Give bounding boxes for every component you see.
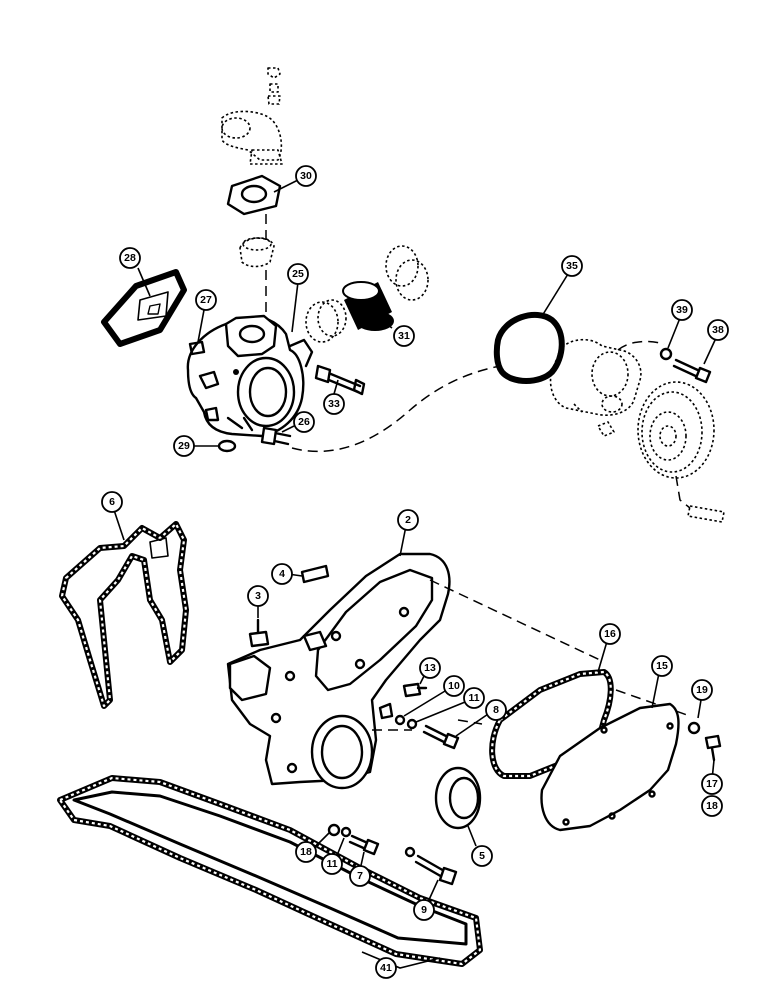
callout-25: 25: [287, 263, 309, 285]
callout-label: 5: [479, 850, 485, 862]
callout-label: 3: [255, 590, 261, 602]
bolt-8: [422, 724, 460, 750]
callout-label: 17: [706, 778, 718, 790]
stud-4: [300, 564, 330, 584]
callout-28: 28: [119, 247, 141, 269]
callout-19: 19: [691, 679, 713, 701]
callout-38: 38: [707, 319, 729, 341]
stud-27: [188, 340, 206, 356]
callout-18-lower: 18: [295, 841, 317, 863]
callout-label: 11: [468, 692, 479, 704]
callout-11-upper: 11: [463, 687, 485, 709]
callout-label: 15: [656, 660, 668, 672]
callout-29: 29: [173, 435, 195, 457]
callout-label: 38: [712, 324, 724, 336]
callout-5: 5: [471, 845, 493, 867]
cover-plate: [540, 702, 680, 832]
washer-10: [394, 714, 406, 726]
callout-label: 4: [279, 568, 285, 580]
bolt-7: [348, 834, 380, 856]
bolt-17: [704, 734, 722, 762]
callout-2: 2: [397, 509, 419, 531]
dowel: [378, 702, 394, 720]
bolt-33: [314, 364, 366, 396]
bolt-38: [672, 358, 712, 384]
washer-11a: [406, 718, 418, 730]
washer-39: [659, 347, 673, 361]
assembly-line-cover-top: [429, 579, 601, 661]
callout-6: 6: [101, 491, 123, 513]
assembly-line-pulley: [617, 340, 665, 351]
water-pump-housing: [186, 314, 314, 438]
timing-cover-gasket: [59, 521, 189, 709]
washer-11b: [340, 826, 352, 838]
callout-label: 18: [706, 800, 718, 812]
callout-9: 9: [413, 899, 435, 921]
callout-label: 11: [326, 858, 337, 870]
water-pump-body: [549, 338, 642, 437]
water-pump-gasket: [493, 311, 565, 384]
callout-label: 2: [405, 514, 411, 526]
callout-39: 39: [671, 299, 693, 321]
callout-label: 19: [696, 684, 708, 696]
washer-19: [687, 721, 701, 735]
callout-label: 35: [566, 260, 578, 272]
bolt-3: [248, 618, 270, 648]
callout-label: 33: [328, 398, 340, 410]
callout-10: 10: [443, 675, 465, 697]
assembly-line-pump: [291, 365, 501, 453]
callout-18-right: 18: [701, 795, 723, 817]
thermostat: [239, 237, 275, 268]
callout-label: 6: [109, 496, 115, 508]
callout-label: 41: [380, 962, 392, 974]
callout-16: 16: [599, 623, 621, 645]
callout-11-lower: 11: [321, 853, 343, 875]
callout-31: 31: [393, 325, 415, 347]
callout-30: 30: [295, 165, 317, 187]
callout-33: 33: [323, 393, 345, 415]
callout-41: 41: [375, 957, 397, 979]
housing-gasket: [101, 269, 187, 347]
callout-label: 8: [493, 704, 499, 716]
callout-label: 9: [421, 904, 427, 916]
washer-18: [327, 823, 341, 837]
callout-label: 10: [448, 680, 460, 692]
callout-label: 18: [300, 846, 312, 858]
timing-cover: [226, 552, 451, 790]
callout-label: 31: [398, 330, 410, 342]
bolt-13: [402, 682, 428, 698]
o-ring: [217, 439, 237, 453]
callout-27: 27: [195, 289, 217, 311]
callout-3: 3: [247, 585, 269, 607]
callout-label: 29: [178, 440, 190, 452]
callout-26: 26: [293, 411, 315, 433]
bolt-26: [260, 426, 292, 446]
callout-label: 26: [298, 416, 310, 428]
callout-label: 7: [357, 870, 363, 882]
oil-pan-gasket: [57, 775, 483, 967]
bolt-9: [404, 846, 458, 886]
callout-label: 27: [200, 294, 212, 306]
top-plug: [267, 67, 281, 105]
front-seal: [434, 766, 482, 830]
callout-15: 15: [651, 655, 673, 677]
callout-17: 17: [701, 773, 723, 795]
callout-35: 35: [561, 255, 583, 277]
callout-label: 16: [604, 628, 616, 640]
outlet-gasket: [226, 174, 282, 216]
water-outlet-elbow: [221, 110, 283, 165]
callout-label: 25: [292, 268, 304, 280]
callout-label: 30: [300, 170, 312, 182]
fan-pulley: [637, 381, 715, 479]
callout-4: 4: [271, 563, 293, 585]
callout-label: 28: [124, 252, 136, 264]
callout-label: 39: [676, 304, 688, 316]
callout-label: 13: [424, 662, 436, 674]
pulley-bolts: [675, 475, 725, 523]
bypass-hose-clamps: [305, 245, 429, 343]
callout-7: 7: [349, 865, 371, 887]
callout-13: 13: [419, 657, 441, 679]
callout-8: 8: [485, 699, 507, 721]
